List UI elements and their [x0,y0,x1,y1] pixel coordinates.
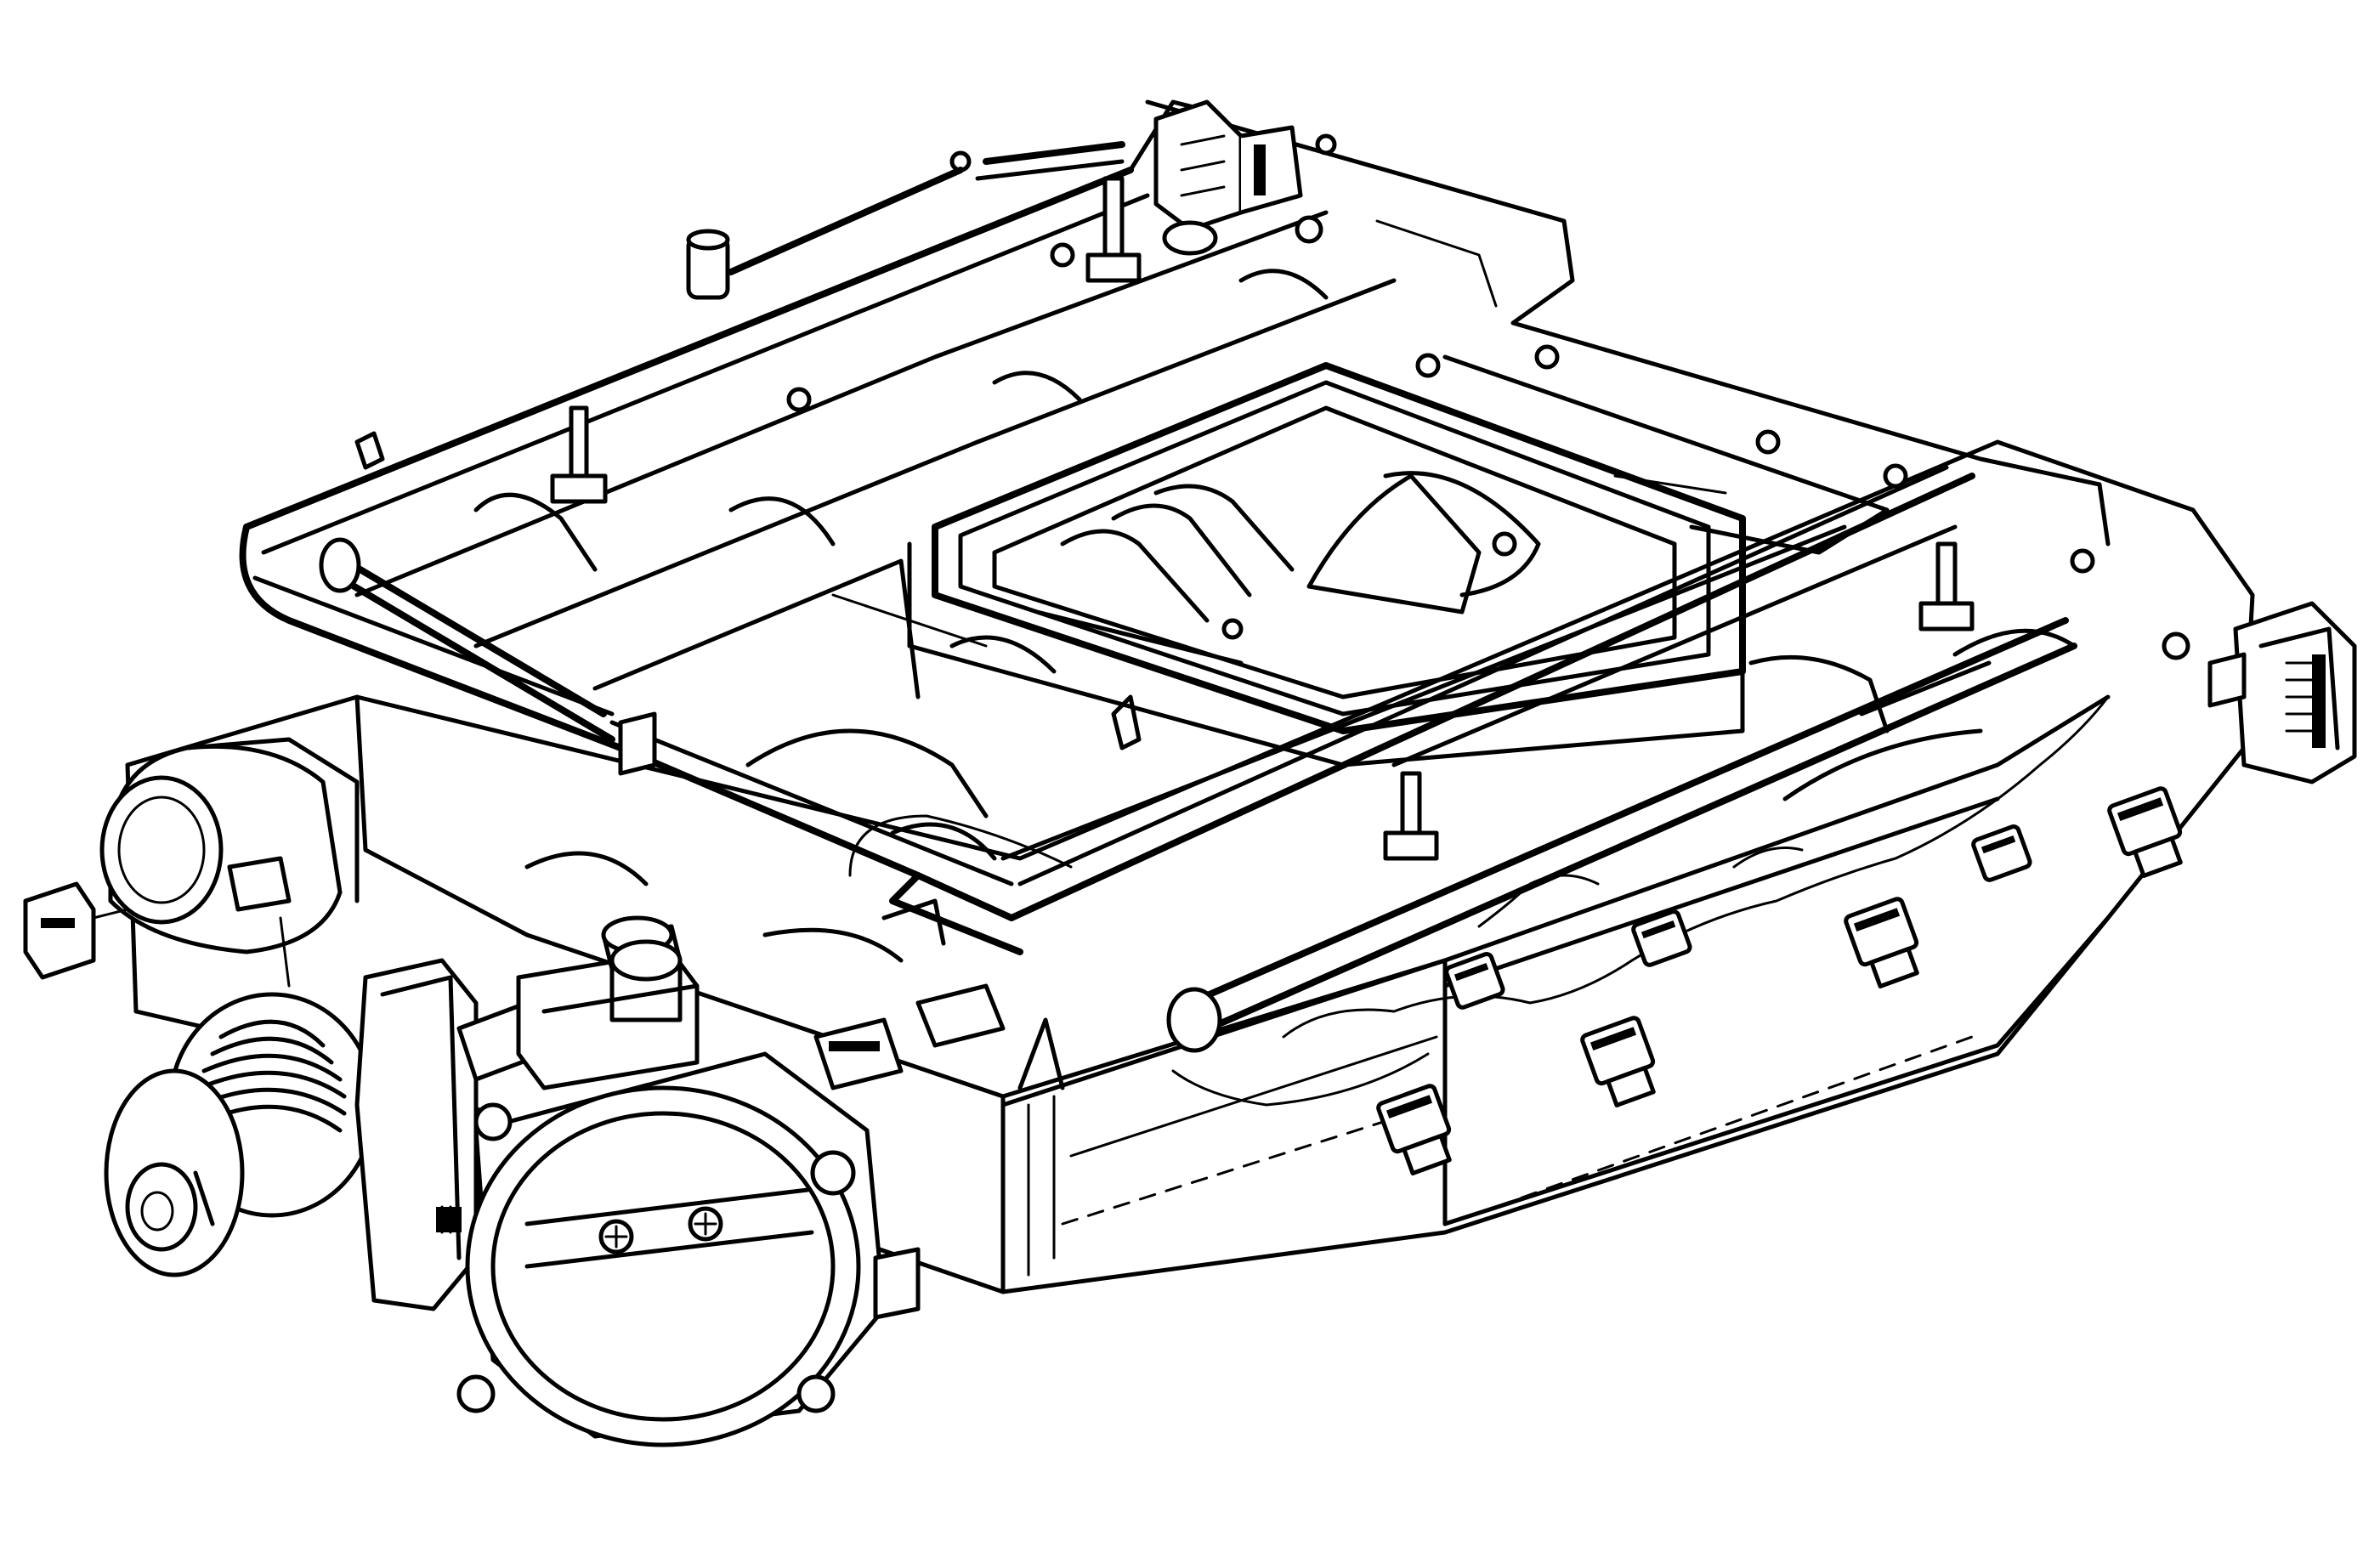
runner-castings [473,269,1992,861]
bypass-actuator [23,737,360,988]
fuel-rail-left [319,141,1125,743]
connector [1376,1084,1452,1175]
connector [1971,824,2032,882]
rear-connector [1153,99,1303,256]
connector [1844,897,1919,988]
sensors [524,851,1065,1090]
supercharger-housing [125,439,2255,1294]
top-frame [239,99,2190,955]
connector [1444,952,1505,1010]
harness-connector [2207,601,2357,784]
connector [1631,909,1692,967]
wiring-harness [848,695,2110,1107]
intercooler-opening [907,362,1746,767]
injector-connectors [1376,786,2183,1175]
throttle-body [354,915,921,1447]
connector [2107,786,2183,878]
connector [1580,1016,1656,1107]
pulley [104,992,377,1277]
fuel-rail-right [1166,617,2077,1053]
vacuum-studs [550,176,1975,861]
